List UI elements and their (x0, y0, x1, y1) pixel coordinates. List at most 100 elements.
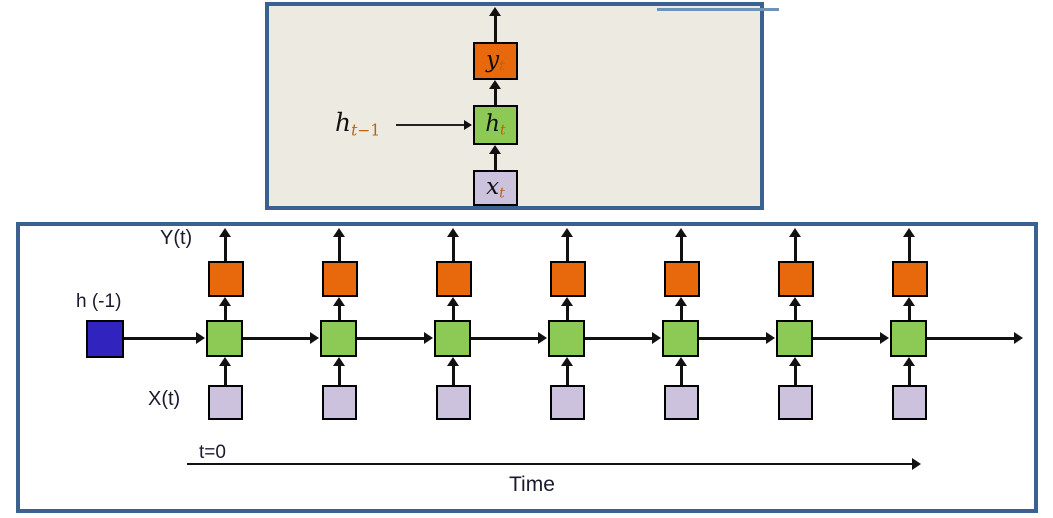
timestep-6-hidden-box (890, 320, 927, 357)
timestep-6-hidden-to-output-shaft (908, 305, 911, 320)
cell-input-box: xt (473, 170, 518, 206)
timestep-4-output-arrow-head (675, 228, 687, 237)
timestep-3-input-to-hidden-head (561, 357, 573, 366)
output-series-label: Y(t) (160, 227, 193, 249)
timestep-2-input-to-hidden-shaft (452, 366, 455, 385)
timestep-1-input-to-hidden-shaft (338, 366, 341, 385)
timestep-2-hidden-to-output-shaft (452, 305, 455, 320)
timestep-3-hidden-box (548, 320, 585, 357)
cell-hidden-to-output-shaft (494, 89, 497, 106)
timestep-0-input-box (208, 385, 243, 420)
timestep-3-output-arrow-shaft (566, 234, 569, 262)
timestep-1-hidden-box (320, 320, 357, 357)
cell-output-box: yt (473, 42, 518, 80)
cell-hidden-box: ht (473, 105, 518, 145)
input-series-label: X(t) (148, 388, 181, 410)
timestep-0-output-arrow-shaft (224, 234, 227, 262)
timestep-0-hidden-to-output-head (219, 297, 231, 306)
recurrent-link-tail (927, 337, 1020, 340)
timestep-1-hidden-to-output-shaft (338, 305, 341, 320)
recurrent-link-0-1 (243, 337, 316, 340)
timestep-1-input-box (322, 385, 357, 420)
recurrent-link-init (124, 337, 202, 340)
timestep-4-input-to-hidden-shaft (680, 366, 683, 385)
timestep-4-hidden-box (662, 320, 699, 357)
timestep-2-input-box (436, 385, 471, 420)
timestep-2-output-arrow-head (447, 228, 459, 237)
recurrent-link-1-2-head (424, 332, 433, 344)
recurrent-link-tail-head (1014, 332, 1023, 344)
time-origin-label: t=0 (199, 442, 226, 463)
cell-input-to-hidden-head (489, 145, 501, 154)
timestep-1-output-arrow-head (333, 228, 345, 237)
timestep-0-input-to-hidden-head (219, 357, 231, 366)
timestep-4-output-box (664, 261, 700, 297)
timestep-4-input-box (664, 385, 699, 420)
timestep-3-input-to-hidden-shaft (566, 366, 569, 385)
timestep-1-output-box (322, 261, 358, 297)
timestep-3-input-box (550, 385, 585, 420)
timestep-5-input-to-hidden-shaft (794, 366, 797, 385)
timestep-5-input-box (778, 385, 813, 420)
timestep-1-output-arrow-shaft (338, 234, 341, 262)
timestep-5-input-to-hidden-head (789, 357, 801, 366)
timestep-1-input-to-hidden-head (333, 357, 345, 366)
timestep-2-hidden-to-output-head (447, 297, 459, 306)
cell-output-arrow-head (489, 7, 501, 16)
recurrent-link-4-5 (699, 337, 772, 340)
timestep-3-hidden-to-output-head (561, 297, 573, 306)
panel-top-notch (657, 8, 779, 11)
recurrent-input-arrow-head (464, 120, 472, 130)
timestep-4-output-arrow-shaft (680, 234, 683, 262)
timestep-3-hidden-to-output-shaft (566, 305, 569, 320)
timestep-5-output-arrow-head (789, 228, 801, 237)
timestep-5-hidden-to-output-shaft (794, 305, 797, 320)
timestep-1-hidden-to-output-head (333, 297, 345, 306)
recurrent-link-3-4 (585, 337, 658, 340)
timestep-0-output-box (208, 261, 244, 297)
recurrent-link-2-3-head (538, 332, 547, 344)
timestep-2-input-to-hidden-head (447, 357, 459, 366)
time-axis-line (187, 463, 918, 465)
rnn-unrolled-panel (16, 222, 1038, 513)
cell-output-arrow-shaft (494, 10, 497, 42)
timestep-6-input-to-hidden-head (903, 357, 915, 366)
cell-input-label: xt (486, 173, 505, 202)
time-axis-label: Time (509, 473, 555, 496)
timestep-4-hidden-to-output-head (675, 297, 687, 306)
timestep-6-output-box (892, 261, 928, 297)
timestep-6-output-arrow-shaft (908, 234, 911, 262)
timestep-5-hidden-box (776, 320, 813, 357)
initial-hidden-state-box (86, 320, 124, 358)
timestep-2-output-arrow-shaft (452, 234, 455, 262)
recurrent-link-3-4-head (652, 332, 661, 344)
recurrent-link-2-3 (471, 337, 544, 340)
timestep-6-input-box (892, 385, 927, 420)
recurrent-link-0-1-head (310, 332, 319, 344)
cell-output-label: yt (486, 46, 505, 75)
timestep-4-input-to-hidden-head (675, 357, 687, 366)
timestep-3-output-box (550, 261, 586, 297)
timestep-6-output-arrow-head (903, 228, 915, 237)
cell-input-to-hidden-shaft (494, 154, 497, 172)
timestep-5-output-arrow-shaft (794, 234, 797, 262)
timestep-2-output-box (436, 261, 472, 297)
timestep-5-output-box (778, 261, 814, 297)
previous-hidden-state-label: ht−1 (335, 108, 381, 140)
recurrent-link-5-6-head (880, 332, 889, 344)
timestep-2-hidden-box (434, 320, 471, 357)
cell-hidden-to-output-head (489, 80, 501, 89)
cell-hidden-label: ht (485, 110, 506, 139)
timestep-3-output-arrow-head (561, 228, 573, 237)
timestep-4-hidden-to-output-shaft (680, 305, 683, 320)
timestep-5-hidden-to-output-head (789, 297, 801, 306)
timestep-0-hidden-to-output-shaft (224, 305, 227, 320)
recurrent-link-1-2 (357, 337, 430, 340)
time-axis-arrow-head (912, 458, 921, 470)
timestep-0-input-to-hidden-shaft (224, 366, 227, 385)
recurrent-link-4-5-head (766, 332, 775, 344)
timestep-6-input-to-hidden-shaft (908, 366, 911, 385)
recurrent-link-init-head (196, 332, 205, 344)
recurrent-input-arrow-shaft (396, 124, 464, 126)
